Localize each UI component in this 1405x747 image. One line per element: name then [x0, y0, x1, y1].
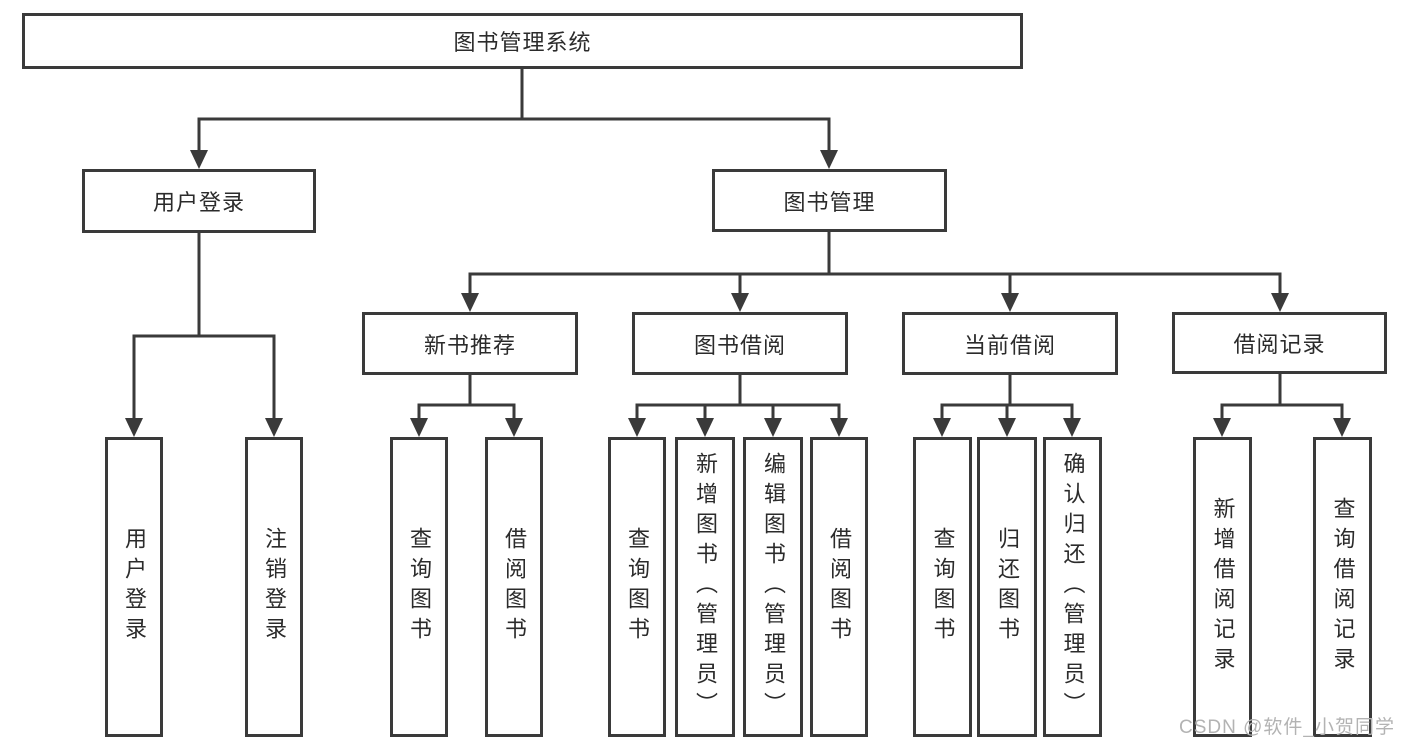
- watermark: CSDN @软件_小贺同学: [1179, 717, 1395, 738]
- leaf-return-books: 归还图书: [977, 437, 1037, 737]
- arrowhead-icon: [1333, 418, 1351, 437]
- node-label: 注销登录: [262, 527, 287, 647]
- arrowhead-icon: [410, 418, 428, 437]
- arrowhead-icon: [696, 418, 714, 437]
- connector-book-borrow-children: [635, 374, 841, 421]
- node-label: 借阅图书: [502, 527, 527, 647]
- node-label: 查询图书: [930, 527, 956, 647]
- node-book-management: 图书管理: [712, 169, 947, 232]
- connector-book-mgmt-to-level3: [468, 231, 1282, 296]
- node-label: 图书借阅: [693, 332, 786, 358]
- arrowhead-icon: [998, 418, 1016, 437]
- leaf-logout: 注销登录: [245, 437, 303, 737]
- leaf-borrow-books-recommend: 借阅图书: [485, 437, 543, 737]
- arrowhead-icon: [1001, 293, 1019, 312]
- leaf-query-borrow-record: 查询借阅记录: [1313, 437, 1372, 737]
- leaf-query-books-recommend: 查询图书: [390, 437, 448, 737]
- leaf-add-borrow-record: 新增借阅记录: [1193, 437, 1252, 737]
- leaf-query-books-borrow: 查询图书: [608, 437, 666, 737]
- leaf-user-login: 用户登录: [105, 437, 163, 737]
- node-root-system: 图书管理系统: [22, 13, 1023, 69]
- connector-current-borrow-children: [940, 374, 1074, 421]
- arrowhead-icon: [820, 150, 838, 169]
- node-label: 借阅记录: [1233, 332, 1326, 357]
- node-label: 当前借阅: [963, 332, 1056, 358]
- arrowhead-icon: [1271, 293, 1289, 312]
- node-label: 新增借阅记录: [1210, 497, 1236, 677]
- arrowhead-icon: [505, 418, 523, 437]
- leaf-edit-books-admin: 编辑图书（管理员）: [743, 437, 803, 737]
- connector-user-login-children: [132, 233, 276, 421]
- node-label: 查询借阅记录: [1330, 497, 1356, 677]
- leaf-add-books-admin: 新增图书（管理员）: [675, 437, 735, 737]
- leaf-query-books-current: 查询图书: [913, 437, 972, 737]
- leaf-borrow-books: 借阅图书: [810, 437, 868, 737]
- node-label: 图书管理: [783, 189, 876, 215]
- arrowhead-icon: [830, 418, 848, 437]
- arrowhead-icon: [764, 418, 782, 437]
- node-label: 图书管理系统: [453, 30, 592, 55]
- connector-new-book-children: [417, 374, 516, 421]
- node-user-login: 用户登录: [82, 169, 316, 233]
- node-new-book-recommend: 新书推荐: [362, 312, 578, 375]
- node-borrow-records: 借阅记录: [1172, 312, 1387, 374]
- arrowhead-icon: [265, 418, 283, 437]
- arrowhead-icon: [190, 150, 208, 169]
- node-current-borrow: 当前借阅: [902, 312, 1118, 375]
- node-book-borrow: 图书借阅: [632, 312, 848, 375]
- arrowhead-icon: [1063, 418, 1081, 437]
- connector-root-to-level2: [197, 67, 831, 154]
- arrowhead-icon: [461, 293, 479, 312]
- arrowhead-icon: [1213, 418, 1231, 437]
- node-label: 新书推荐: [423, 332, 516, 358]
- arrowhead-icon: [628, 418, 646, 437]
- node-label: 用户登录: [152, 190, 245, 215]
- leaf-confirm-return-admin: 确认归还（管理员）: [1043, 437, 1102, 737]
- connector-borrow-records-children: [1220, 374, 1344, 421]
- node-label: 确认归还（管理员）: [1060, 452, 1086, 722]
- node-label: 查询图书: [407, 527, 432, 647]
- arrowhead-icon: [731, 293, 749, 312]
- node-label: 借阅图书: [827, 527, 852, 647]
- node-label: 编辑图书（管理员）: [761, 452, 786, 722]
- node-label: 归还图书: [995, 527, 1020, 647]
- node-label: 新增图书（管理员）: [693, 452, 718, 722]
- arrowhead-icon: [933, 418, 951, 437]
- node-label: 查询图书: [625, 527, 650, 647]
- node-label: 用户登录: [122, 527, 147, 647]
- arrowhead-icon: [125, 418, 143, 437]
